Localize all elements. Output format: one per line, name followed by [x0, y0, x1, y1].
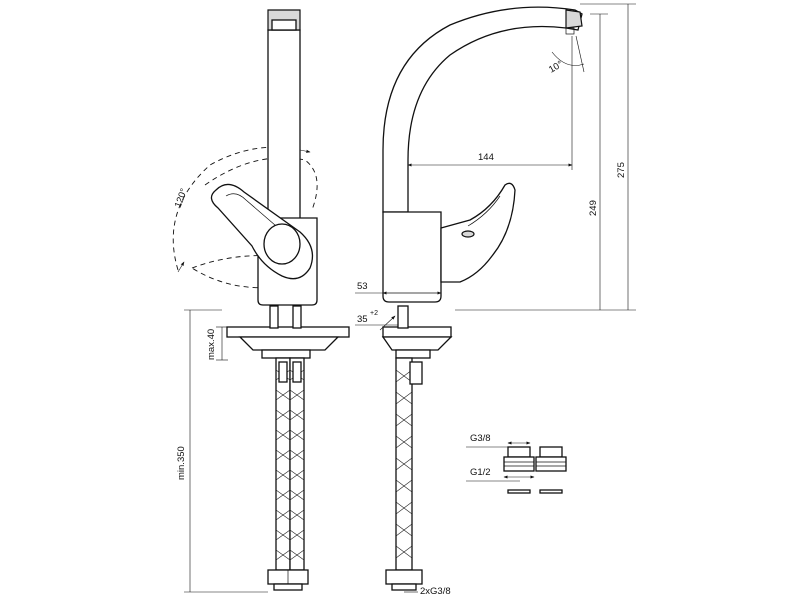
body-diameter-label: 53: [357, 281, 368, 292]
countertop-left: [226, 326, 350, 338]
thread-label-g12: G1/2: [470, 467, 491, 478]
spout-height-label: 249: [588, 200, 599, 216]
total-height-label: 275: [616, 162, 627, 178]
mount-hole-label: 35: [357, 314, 368, 325]
handle-rotation-label: 120°: [173, 187, 190, 209]
adapter-right: [539, 446, 563, 458]
thread-label-g38: G3/8: [470, 433, 491, 444]
thread-adapters: G3/8 G1/2: [466, 433, 567, 494]
spout-angle-label: 10°: [547, 59, 565, 76]
spout-arc: [382, 6, 583, 213]
front-view: 144 10° 249 275 53 35 +2 2xG3/8: [355, 3, 636, 597]
faucet-body-front: [382, 211, 442, 303]
spout-column: [267, 29, 301, 226]
max-deck-thickness-label: max.40: [206, 329, 217, 360]
hose-connection-label: 2xG3/8: [420, 586, 451, 597]
countertop-right: [382, 326, 452, 338]
handle-lever-front: [440, 182, 516, 283]
hose-pair-left: [267, 357, 309, 591]
min-hose-length-label: min.350: [176, 446, 187, 480]
adapter-left: [507, 446, 531, 458]
side-view: 120°: [173, 9, 350, 593]
hose-front: [385, 357, 423, 591]
spout-reach-label: 144: [478, 152, 494, 163]
mount-hole-tolerance-label: +2: [370, 310, 378, 317]
